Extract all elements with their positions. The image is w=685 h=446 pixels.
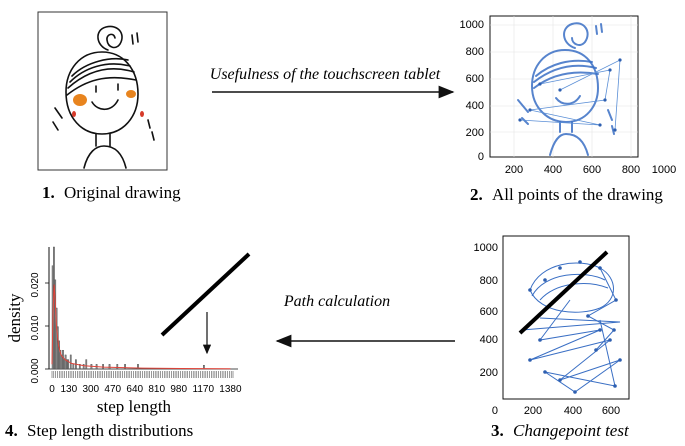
histogram-bar bbox=[85, 359, 88, 370]
svg-text:200: 200 bbox=[505, 164, 523, 176]
panel-2-caption: All points of the drawing bbox=[492, 185, 663, 204]
panel-2-number: 2. bbox=[470, 185, 483, 204]
right-cheek bbox=[126, 90, 136, 98]
panel-4-ylabel: density bbox=[5, 293, 24, 343]
panel-3-changepoint: 0 200 400 600 800 1000 200 400 600 3. Ch… bbox=[474, 235, 630, 440]
svg-text:200: 200 bbox=[466, 127, 484, 139]
panel-4-y-ticks: 0.000 0.010 0.020 bbox=[30, 272, 41, 383]
svg-text:0.000: 0.000 bbox=[30, 358, 41, 383]
svg-text:0: 0 bbox=[492, 405, 498, 417]
histogram-bar bbox=[137, 364, 139, 370]
arrow-top: Usefulness of the touchscreen tablet bbox=[210, 66, 455, 99]
panel-2-points bbox=[517, 22, 615, 156]
panel-2-all-points: 0 200 400 600 800 1000 200 400 600 800 1… bbox=[460, 15, 676, 204]
x-tick-label: 640 bbox=[126, 384, 143, 395]
svg-text:600: 600 bbox=[602, 405, 620, 417]
svg-text:200: 200 bbox=[524, 405, 542, 417]
x-tick-label: 130 bbox=[60, 384, 77, 395]
histogram-bar bbox=[82, 364, 85, 370]
svg-text:1000: 1000 bbox=[652, 164, 676, 176]
x-tick-label: 810 bbox=[148, 384, 165, 395]
panel-4-x-ticks: 0 130 300 470 640 810 980 1170 1380 bbox=[49, 384, 242, 395]
panel-3-changepoint-line bbox=[518, 250, 609, 335]
svg-text:400: 400 bbox=[480, 334, 498, 346]
histogram-bar bbox=[69, 354, 72, 370]
svg-text:600: 600 bbox=[583, 164, 601, 176]
panel-4-axes bbox=[48, 247, 238, 370]
panel-4-number: 4. bbox=[5, 421, 18, 440]
panel-4-changepoint-line bbox=[160, 252, 251, 337]
panel-1-number: 1. bbox=[42, 183, 55, 202]
panel-1-caption: Original drawing bbox=[64, 183, 181, 202]
svg-text:400: 400 bbox=[466, 100, 484, 112]
x-tick-label: 0 bbox=[49, 384, 55, 395]
panel-1-original-drawing: 1. Original drawing bbox=[37, 11, 181, 202]
panel-4-bars bbox=[51, 246, 205, 370]
x-tick-label: 980 bbox=[170, 384, 187, 395]
histogram-bar bbox=[124, 364, 126, 370]
histogram-bar bbox=[67, 359, 70, 370]
svg-text:0.010: 0.010 bbox=[30, 315, 41, 340]
panel-3-x-ticks: 200 400 600 bbox=[524, 405, 620, 417]
panel-4-xlabel: step length bbox=[97, 397, 172, 416]
svg-text:600: 600 bbox=[480, 306, 498, 318]
svg-text:800: 800 bbox=[466, 46, 484, 58]
panel-3-caption: Changepoint test bbox=[513, 421, 630, 440]
panel-2-dots bbox=[518, 58, 622, 132]
svg-text:1000: 1000 bbox=[460, 19, 484, 31]
svg-text:400: 400 bbox=[544, 164, 562, 176]
panel-2-x-ticks: 200 400 600 800 1000 bbox=[505, 164, 676, 176]
arrow-top-label: Usefulness of the touchscreen tablet bbox=[210, 66, 441, 83]
arrow-bottom-label: Path calculation bbox=[283, 293, 390, 310]
panel-4-rug bbox=[51, 371, 234, 378]
svg-text:0.020: 0.020 bbox=[30, 272, 41, 297]
x-tick-label: 300 bbox=[82, 384, 99, 395]
svg-text:200: 200 bbox=[480, 367, 498, 379]
histogram-bar bbox=[116, 364, 119, 370]
panel-4-caption: Step length distributions bbox=[27, 421, 193, 440]
arrow-bottom: Path calculation bbox=[275, 293, 455, 348]
panel-4-step-length: 0.000 0.010 0.020 0 130 300 470 640 810 980 117… bbox=[5, 246, 251, 440]
svg-text:1000: 1000 bbox=[474, 242, 498, 254]
left-cheek bbox=[73, 94, 87, 106]
panel-3-dots bbox=[528, 260, 622, 394]
panel-2-y-ticks: 0 200 400 600 800 1000 bbox=[460, 19, 484, 163]
x-tick-label: 470 bbox=[104, 384, 121, 395]
svg-text:800: 800 bbox=[480, 275, 498, 287]
histogram-bar bbox=[72, 364, 75, 370]
svg-text:400: 400 bbox=[564, 405, 582, 417]
panel-3-number: 3. bbox=[491, 421, 504, 440]
svg-text:800: 800 bbox=[622, 164, 640, 176]
panel-4-density-curve bbox=[51, 284, 231, 370]
face-sketch bbox=[52, 25, 155, 169]
svg-text:0: 0 bbox=[478, 151, 484, 163]
x-tick-label: 1170 bbox=[193, 384, 215, 395]
histogram-bar bbox=[108, 364, 111, 370]
svg-text:600: 600 bbox=[466, 73, 484, 85]
histogram-bar bbox=[78, 364, 81, 370]
x-tick-label: 1380 bbox=[219, 384, 242, 395]
panel-3-y-ticks: 0 200 400 600 800 1000 bbox=[474, 242, 498, 417]
